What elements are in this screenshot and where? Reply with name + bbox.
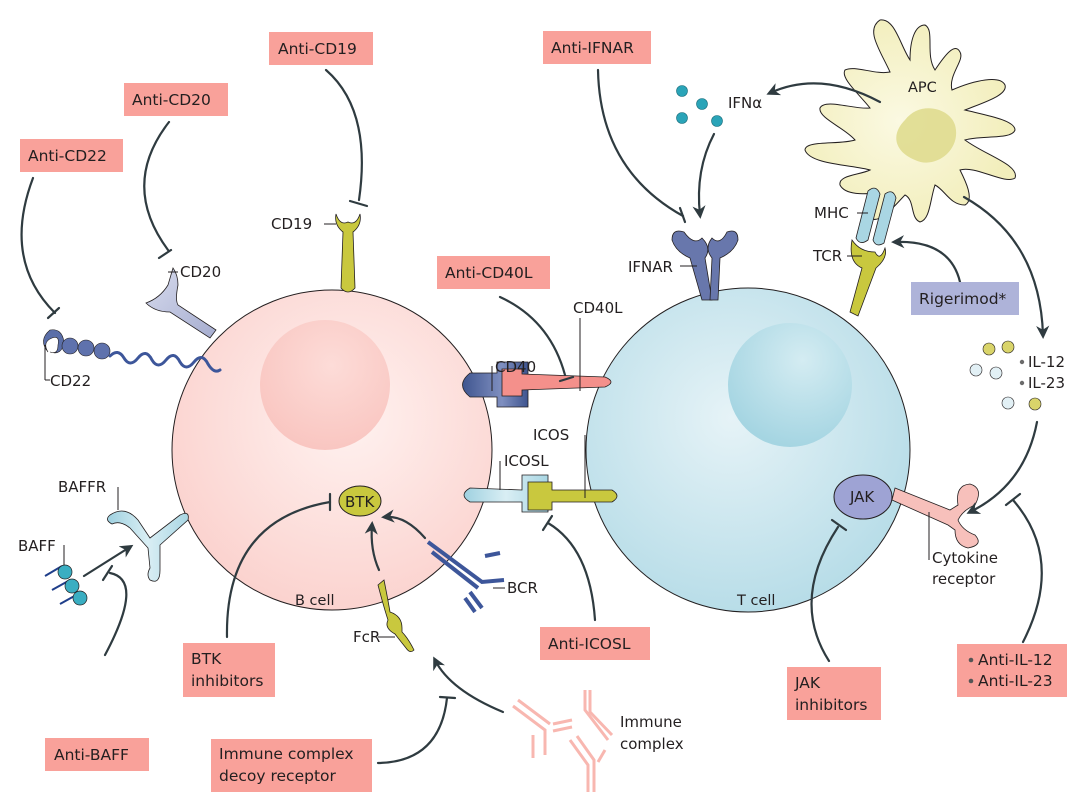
drug-btk-inhibitors: BTK inhibitors [183, 643, 275, 697]
ifna-molecules [676, 85, 723, 127]
mhc-label: MHC [814, 204, 849, 222]
btk-label: BTK [345, 493, 375, 511]
fcr-label: FcR [353, 628, 380, 646]
btk-enzyme [338, 485, 382, 517]
btk-inhibitors-label-1: BTK [191, 650, 222, 668]
cd40-label: CD40 [495, 358, 536, 376]
cd19-label: CD19 [271, 215, 312, 233]
b-cell-label: B cell [295, 593, 335, 609]
ifna-label: IFNα [728, 94, 762, 112]
icos-label: ICOS [533, 426, 569, 444]
cd40l-label: CD40L [573, 299, 623, 317]
immune-complex [512, 690, 614, 792]
anti-il12-label: Anti-IL-12 [978, 651, 1053, 669]
decoy-label-2: decoy receptor [219, 767, 337, 785]
baff-label: BAFF [18, 537, 56, 555]
anti-icosl-label: Anti-ICOSL [548, 635, 631, 653]
drug-anti-icosl: Anti-ICOSL [540, 627, 650, 660]
anti-cd22-label: Anti-CD22 [28, 147, 107, 165]
decoy-label-1: Immune complex [219, 745, 354, 763]
connectors [20, 68, 1050, 765]
drug-anti-baff: Anti-BAFF [45, 738, 149, 771]
immune-complex-label-1: Immune [620, 713, 682, 731]
cd20-receptor [145, 267, 217, 339]
drug-anti-cd20: Anti-CD20 [124, 83, 228, 116]
anti-ifnar-label: Anti-IFNAR [551, 39, 634, 57]
anti-cd20-label: Anti-CD20 [132, 91, 211, 109]
tcr-receptor [849, 238, 886, 317]
ifnar-label: IFNAR [628, 258, 673, 276]
drug-anti-il12-il23: Anti-IL-12 Anti-IL-23 [957, 644, 1067, 697]
il12-label: IL-12 [1028, 353, 1065, 371]
cytokine-receptor-label-2: receptor [932, 570, 996, 588]
baffr-receptor [107, 510, 189, 582]
cd20-label: CD20 [180, 263, 221, 281]
apc-label: APC [908, 80, 937, 96]
anti-baff-label: Anti-BAFF [54, 746, 129, 764]
drug-rigerimod: Rigerimod* [911, 282, 1019, 315]
anti-cd19-label: Anti-CD19 [278, 40, 357, 58]
cd22-label: CD22 [50, 372, 91, 390]
drug-anti-ifnar: Anti-IFNAR [543, 31, 651, 64]
icosl-icos-complex [463, 474, 618, 513]
ifnar-receptor [671, 230, 739, 301]
apc-nucleus [896, 108, 957, 163]
bcr-receptor [426, 540, 505, 614]
cytokine-receptor-label-1: Cytokine [932, 549, 998, 567]
cd40-cd40l-complex [462, 361, 612, 408]
jak-label: JAK [849, 488, 875, 506]
leader-lines [44, 212, 930, 638]
t-cell-nucleus [728, 323, 852, 447]
drug-anti-cd19: Anti-CD19 [269, 32, 373, 65]
bcr-label: BCR [507, 579, 538, 597]
anti-cd40l-label: Anti-CD40L [445, 264, 533, 282]
il23-label: IL-23 [1028, 374, 1065, 392]
drug-jak-inhibitors: JAK inhibitors [787, 667, 881, 720]
baff-ligand [44, 564, 88, 606]
jak-enzyme [833, 474, 893, 520]
mhc-molecule [855, 187, 897, 246]
drug-anti-cd40l: Anti-CD40L [437, 256, 550, 289]
drug-immune-complex-decoy: Immune complex decoy receptor [211, 739, 372, 792]
jak-inhibitors-label-2: inhibitors [795, 696, 867, 714]
t-cell [585, 287, 911, 613]
b-cell [171, 289, 493, 611]
apc-cell [804, 19, 1016, 223]
cytokine-receptor [891, 483, 979, 549]
t-cell-label: T cell [736, 593, 775, 609]
immune-complex-label-2: complex [620, 735, 684, 753]
cd22-receptor [43, 329, 222, 373]
baffr-label: BAFFR [58, 478, 106, 496]
b-cell-nucleus [260, 320, 390, 450]
il-cytokines [969, 340, 1042, 411]
anti-il23-label: Anti-IL-23 [978, 672, 1053, 690]
icosl-label: ICOSL [504, 452, 549, 470]
cd19-receptor [335, 213, 361, 293]
rigerimod-label: Rigerimod* [919, 290, 1007, 308]
drug-anti-cd22: Anti-CD22 [20, 139, 123, 172]
tcr-label: TCR [812, 247, 842, 265]
btk-inhibitors-label-2: inhibitors [191, 672, 263, 690]
fcr-receptor [377, 579, 415, 652]
jak-inhibitors-label-1: JAK [794, 674, 821, 692]
